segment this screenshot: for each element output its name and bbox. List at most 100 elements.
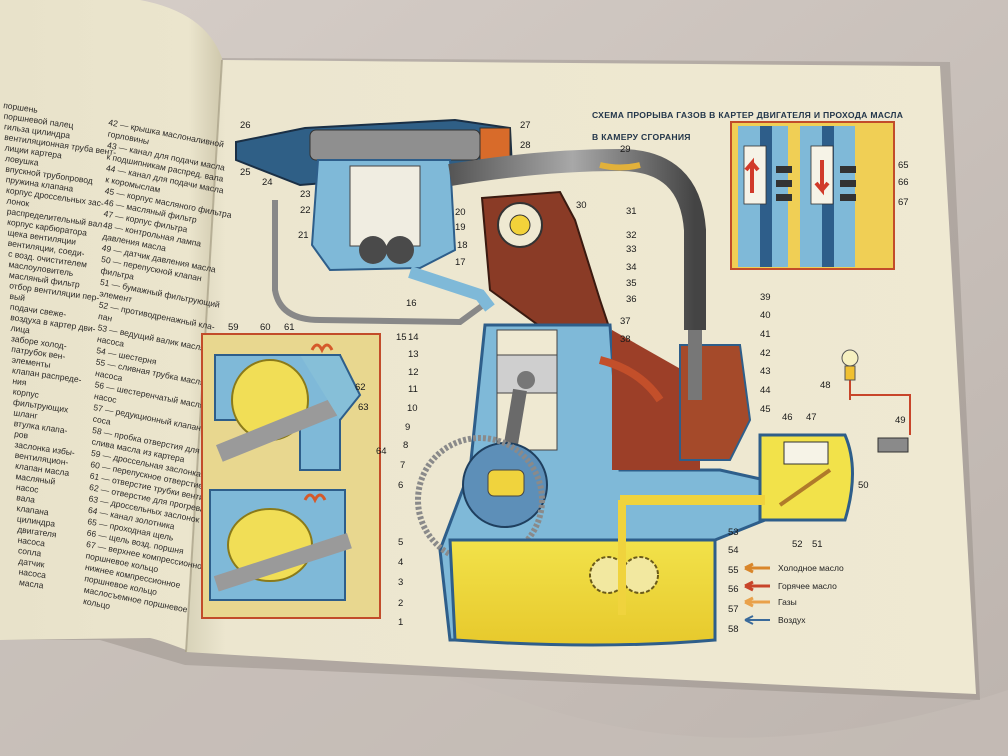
- left-page-line: ловушка: [4, 153, 39, 168]
- part-number-34: 34: [626, 262, 637, 273]
- part-number-13: 13: [408, 349, 419, 360]
- part-number-52: 52: [792, 539, 803, 550]
- pressure-lamp: [841, 349, 911, 453]
- left-page-line: ров: [14, 429, 30, 441]
- part-number-43: 43: [760, 366, 771, 377]
- part-number-11: 11: [408, 384, 418, 395]
- part-number-57: 57: [728, 604, 739, 615]
- left-page-line: поршень: [3, 100, 39, 115]
- part-number-36: 36: [626, 294, 637, 305]
- part-number-10: 10: [407, 403, 418, 414]
- part-number-18: 18: [457, 240, 468, 251]
- part-number-27: 27: [520, 120, 531, 131]
- part-number-3: 3: [398, 577, 403, 588]
- part-number-58: 58: [728, 624, 739, 635]
- part-number-56: 56: [728, 584, 739, 595]
- part-number-1: 1: [398, 617, 403, 628]
- engine-diagram: [235, 118, 911, 647]
- part-number-51: 51: [812, 539, 823, 550]
- left-page-line: лонок: [6, 195, 30, 208]
- part-number-55: 55: [728, 565, 739, 576]
- left-page-line: насоса: [18, 566, 47, 580]
- left-page-line: лица: [10, 323, 31, 336]
- part-number-17: 17: [455, 257, 466, 268]
- part-number-39: 39: [760, 292, 771, 303]
- part-number-26: 26: [240, 120, 251, 131]
- left-page: [0, 0, 222, 650]
- part-number-29: 29: [620, 144, 631, 155]
- legend-column-line: насос: [93, 391, 118, 405]
- left-page-line: вый: [9, 291, 26, 303]
- legend-column-line: пан: [97, 311, 113, 324]
- part-number-38: 38: [620, 334, 631, 345]
- part-number-8: 8: [403, 440, 408, 451]
- part-number-37: 37: [620, 316, 631, 327]
- part-number-47: 47: [806, 412, 817, 423]
- legend-air: Воздух: [778, 615, 806, 625]
- part-number-45: 45: [760, 404, 771, 415]
- part-number-16: 16: [406, 298, 417, 309]
- part-number-28: 28: [520, 140, 531, 151]
- diagram-heading-line-1: СХЕМА ПРОРЫВА ГАЗОВ В КАРТЕР ДВИГАТЕЛЯ И…: [592, 110, 903, 120]
- left-page-line: клапана: [16, 503, 50, 517]
- part-number-14: 14: [408, 332, 419, 343]
- part-number-42: 42: [760, 348, 771, 359]
- left-page-line: вала: [16, 492, 36, 505]
- left-page-line: насос: [15, 482, 40, 495]
- part-number-labels: 1234567891011121314151617181920212223242…: [228, 120, 909, 635]
- part-number-33: 33: [626, 244, 637, 255]
- left-page-line: шланг: [13, 407, 38, 420]
- part-number-9: 9: [405, 422, 410, 433]
- part-number-12: 12: [408, 367, 419, 378]
- part-number-15: 15: [396, 332, 407, 343]
- carburetor-inset: [201, 333, 381, 619]
- part-number-67: 67: [898, 197, 909, 208]
- part-number-2: 2: [398, 598, 403, 609]
- part-number-61: 61: [284, 322, 295, 333]
- part-number-21: 21: [298, 230, 309, 241]
- flow-legend: Холодное масло Горячее масло Газы Воздух: [744, 562, 844, 625]
- part-number-41: 41: [760, 329, 771, 340]
- part-number-62: 62: [355, 382, 366, 393]
- part-number-23: 23: [300, 189, 311, 200]
- legend-column-line: сосa: [92, 414, 112, 427]
- left-page-line: масла: [18, 577, 44, 590]
- left-page-line: корпус: [12, 386, 40, 400]
- legend-gases: Газы: [778, 597, 797, 607]
- part-number-49: 49: [895, 415, 906, 426]
- part-number-32: 32: [626, 230, 637, 241]
- part-number-65: 65: [898, 160, 909, 171]
- part-number-53: 53: [728, 527, 739, 538]
- part-number-30: 30: [576, 200, 587, 211]
- part-number-64: 64: [376, 446, 387, 457]
- part-number-4: 4: [398, 557, 403, 568]
- part-number-20: 20: [455, 207, 466, 218]
- legend-cold-oil: Холодное масло: [778, 563, 844, 573]
- left-page-line: датчик: [18, 556, 46, 570]
- part-number-22: 22: [300, 205, 311, 216]
- part-number-63: 63: [358, 402, 369, 413]
- ring-inset: [730, 121, 895, 270]
- part-number-6: 6: [398, 480, 403, 491]
- part-number-46: 46: [782, 412, 793, 423]
- part-number-31: 31: [626, 206, 637, 217]
- legend-hot-oil: Горячее масло: [778, 581, 837, 591]
- part-number-50: 50: [858, 480, 869, 491]
- left-page-line: насоса: [17, 535, 46, 549]
- part-number-7: 7: [400, 460, 405, 471]
- diagram-heading-line-2: В КАМЕРУ СГОРАНИЯ: [592, 132, 691, 142]
- left-page-line: сопла: [17, 545, 42, 558]
- part-number-48: 48: [820, 380, 831, 391]
- part-number-54: 54: [728, 545, 739, 556]
- part-number-60: 60: [260, 322, 271, 333]
- part-number-40: 40: [760, 310, 771, 321]
- part-number-24: 24: [262, 177, 273, 188]
- part-number-25: 25: [240, 167, 251, 178]
- part-number-44: 44: [760, 385, 771, 396]
- part-number-66: 66: [898, 177, 909, 188]
- part-number-5: 5: [398, 537, 403, 548]
- part-number-19: 19: [455, 222, 466, 233]
- left-page-line: ния: [12, 376, 28, 388]
